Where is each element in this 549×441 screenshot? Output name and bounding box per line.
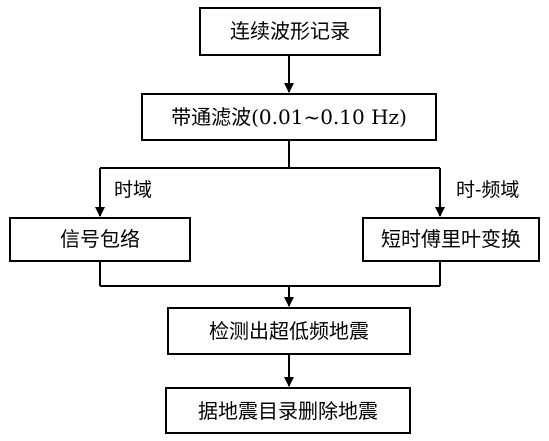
node-detect-ulf-earthquake-label: 检测出超低频地震 bbox=[209, 319, 369, 343]
node-delete-by-catalog: 据地震目录删除地震 bbox=[165, 387, 411, 434]
node-delete-by-catalog-label: 据地震目录删除地震 bbox=[198, 399, 378, 423]
connectors bbox=[95, 56, 445, 387]
node-bandpass-filter: 带通滤波(0.01~0.10 Hz) bbox=[141, 93, 437, 141]
node-bandpass-filter-label: 带通滤波(0.01~0.10 Hz) bbox=[171, 105, 407, 129]
branch-label-time-domain: 时域 bbox=[114, 179, 152, 201]
node-stft-label: 短时傅里叶变换 bbox=[381, 227, 521, 251]
node-detect-ulf-earthquake: 检测出超低频地震 bbox=[167, 307, 411, 355]
node-stft: 短时傅里叶变换 bbox=[362, 217, 540, 262]
node-signal-envelope: 信号包络 bbox=[9, 217, 191, 262]
node-signal-envelope-label: 信号包络 bbox=[60, 227, 140, 251]
branch-label-time-frequency-domain: 时-频域 bbox=[456, 179, 519, 201]
node-continuous-record-label: 连续波形记录 bbox=[230, 19, 350, 43]
node-continuous-record: 连续波形记录 bbox=[199, 7, 381, 56]
